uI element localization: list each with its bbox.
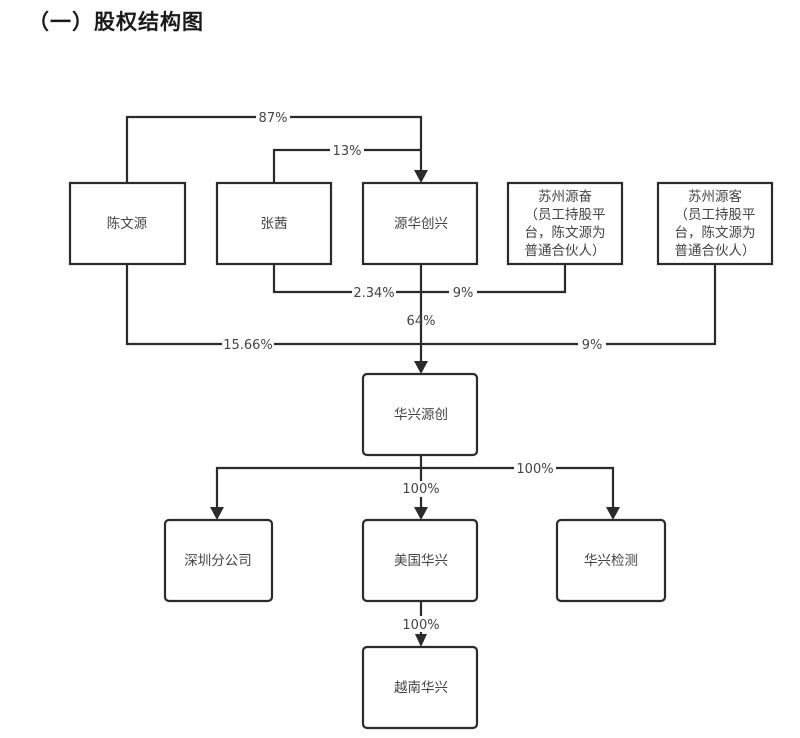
node-yuanhua-chuangxing: 源华创兴 [361, 181, 479, 266]
node-line: 普通合伙人） [675, 243, 756, 259]
node-line: 台，陈文源为 [675, 224, 756, 241]
node-us-huaxing: 美国华兴 [361, 518, 479, 603]
node-label: 张茜 [261, 216, 288, 232]
edge-label-13: 13% [333, 144, 362, 159]
edge-branch-horizontal [215, 466, 615, 509]
node-line: 苏州源奋 [538, 189, 592, 205]
arrowhead-testing [606, 507, 620, 520]
node-line: 苏州源客 [688, 188, 742, 205]
node-label: 华兴检测 [584, 553, 638, 569]
node-line: （员工持股平 [525, 207, 606, 223]
edge-label-64: 64% [407, 314, 436, 329]
node-huaxing-testing: 华兴检测 [555, 518, 667, 603]
edge-label-87: 87% [259, 111, 288, 126]
node-label: 源华创兴 [394, 216, 448, 232]
node-label: 陈文源 [107, 215, 148, 232]
node-label: 华兴源创 [394, 407, 448, 423]
node-suzhou-yuanke: 苏州源客 （员工持股平 台，陈文源为 普通合伙人） [656, 181, 774, 266]
node-huaxing-yuanchuang: 华兴源创 [361, 372, 479, 457]
node-shenzhen-branch: 深圳分公司 [163, 518, 274, 603]
node-label: 美国华兴 [394, 553, 448, 569]
edge-label-2-34: 2.34% [353, 286, 394, 301]
node-chen-wenyuan: 陈文源 [68, 181, 187, 266]
edge-label-9-yuanke: 9% [582, 338, 603, 353]
edge-zhang-to-yuanhua [272, 148, 421, 183]
arrowhead-huaxing-yuanchuang [414, 361, 428, 374]
edge-label-9-yuanfen: 9% [453, 286, 474, 301]
arrowhead-us [414, 507, 428, 520]
edge-zhang-yuanfen-bus [272, 264, 567, 294]
node-line: （员工持股平 [675, 207, 756, 223]
node-line: 台，陈文源为 [525, 224, 606, 241]
arrowhead-vietnam [415, 634, 427, 647]
section-title: （一）股权结构图 [28, 10, 204, 34]
node-vietnam-huaxing: 越南华兴 [361, 645, 479, 730]
node-label: 越南华兴 [394, 680, 448, 696]
node-label: 深圳分公司 [184, 553, 252, 569]
edge-label-100-testing: 100% [516, 462, 553, 477]
arrowhead-shenzhen [210, 507, 224, 520]
arrowhead-yuanhua [414, 170, 428, 183]
edge-label-100-us: 100% [402, 482, 439, 497]
node-suzhou-yuanfen: 苏州源奋 （员工持股平 台，陈文源为 普通合伙人） [506, 181, 624, 266]
node-line: 普通合伙人） [525, 243, 606, 259]
node-zhang-qian: 张茜 [215, 181, 333, 266]
edge-label-100-vietnam: 100% [402, 618, 439, 633]
edge-label-15-66: 15.66% [223, 338, 273, 353]
